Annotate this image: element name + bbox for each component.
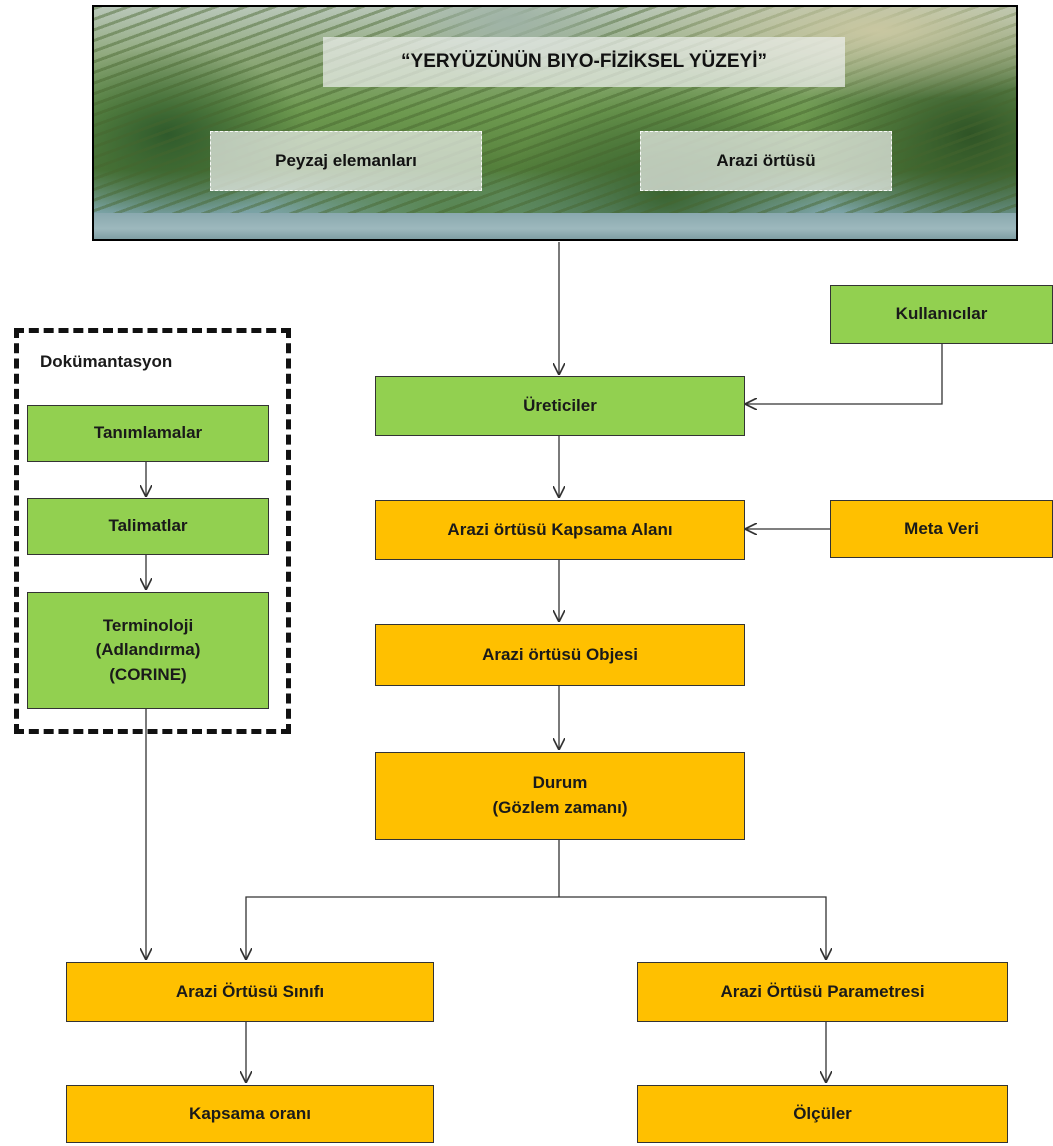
lake-water bbox=[94, 213, 1016, 239]
header-left-label: Peyzaj elemanları bbox=[210, 131, 482, 191]
header-right-label: Arazi örtüsü bbox=[640, 131, 892, 191]
users-box: Kullanıcılar bbox=[830, 285, 1053, 344]
object-box: Arazi örtüsü Objesi bbox=[375, 624, 745, 686]
instructions-box: Talimatlar bbox=[27, 498, 269, 555]
documentation-group bbox=[14, 328, 291, 734]
parameter-box: Arazi Örtüsü Parametresi bbox=[637, 962, 1008, 1022]
arrow-split-to-parameter bbox=[559, 896, 826, 960]
class-box: Arazi Örtüsü Sınıfı bbox=[66, 962, 434, 1022]
landscape-photo: “YERYÜZÜNÜN BIYO-FİZİKSEL YÜZEYİ” Peyzaj… bbox=[92, 5, 1018, 241]
terminology-box: Terminoloji (Adlandırma) (CORINE) bbox=[27, 592, 269, 709]
coverage-area-box: Arazi örtüsü Kapsama Alanı bbox=[375, 500, 745, 560]
header-title: “YERYÜZÜNÜN BIYO-FİZİKSEL YÜZEYİ” bbox=[323, 37, 845, 87]
state-box: Durum (Gözlem zamanı) bbox=[375, 752, 745, 840]
coverage-ratio-box: Kapsama oranı bbox=[66, 1085, 434, 1143]
arrow-users-to-producers bbox=[745, 344, 943, 404]
arrow-split-to-class bbox=[246, 896, 559, 960]
metadata-box: Meta Veri bbox=[830, 500, 1053, 558]
producers-box: Üreticiler bbox=[375, 376, 745, 436]
measures-box: Ölçüler bbox=[637, 1085, 1008, 1143]
definitions-box: Tanımlamalar bbox=[27, 405, 269, 462]
documentation-title: Dokümantasyon bbox=[40, 352, 173, 371]
